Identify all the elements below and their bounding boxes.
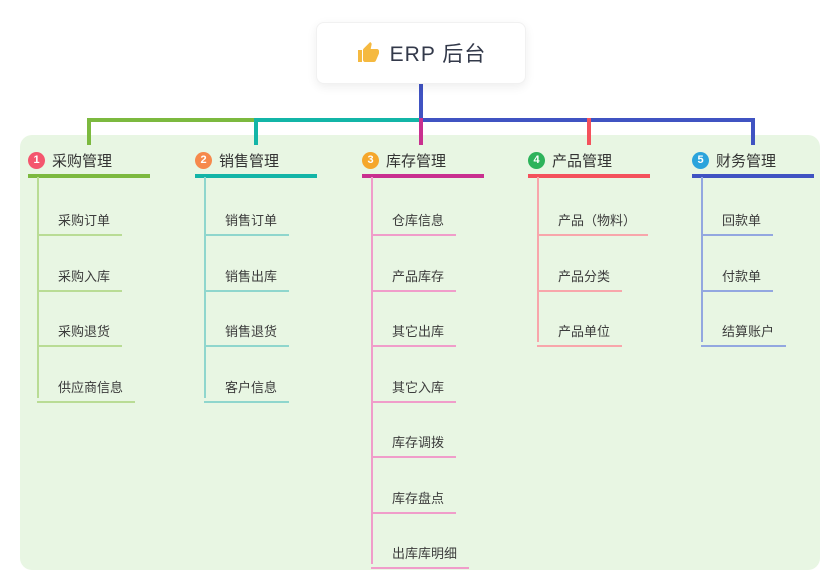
child-node-label: 出库库明细 (392, 546, 458, 561)
branch-drop-line (254, 118, 258, 145)
branch-node-label: 销售管理 (219, 152, 280, 170)
children-connector-line (537, 177, 539, 342)
bus-connector-line (87, 118, 256, 122)
child-node[interactable]: 采购订单 (37, 195, 123, 236)
child-node[interactable]: 供应商信息 (37, 362, 136, 403)
child-node[interactable]: 销售出库 (204, 251, 290, 292)
children-connector-line (701, 177, 703, 342)
child-node-label: 回款单 (722, 213, 762, 228)
children-connector-line (37, 177, 39, 398)
branch-node[interactable]: 4 产品管理 (528, 146, 650, 178)
branch-number-badge: 4 (528, 151, 545, 169)
child-node-label: 付款单 (722, 268, 762, 284)
child-node-label: 仓库信息 (392, 213, 445, 228)
child-node-label: 采购入库 (58, 268, 111, 284)
branch-node[interactable]: 2 销售管理 (195, 146, 317, 178)
branch-drop-line (87, 118, 91, 145)
thumbs-up-icon (356, 41, 380, 65)
child-node[interactable]: 客户信息 (204, 362, 290, 403)
branch-drop-line (751, 118, 755, 145)
branch-number-badge: 3 (362, 151, 379, 169)
root-node-label: ERP 后台 (389, 43, 487, 66)
child-node[interactable]: 其它出库 (371, 306, 457, 347)
root-connector-line (419, 80, 423, 122)
child-node[interactable]: 回款单 (701, 195, 774, 236)
child-node-label: 销售退货 (225, 324, 278, 339)
child-node-label: 产品（物料） (558, 213, 637, 228)
branch-node-label: 采购管理 (52, 152, 113, 170)
child-node-label: 采购订单 (58, 213, 111, 228)
child-node-label: 其它出库 (392, 324, 445, 339)
child-node[interactable]: 库存盘点 (371, 473, 457, 514)
child-node[interactable]: 采购退货 (37, 306, 123, 347)
child-node[interactable]: 销售退货 (204, 306, 290, 347)
branch-drop-line (419, 118, 423, 145)
branch-node[interactable]: 3 库存管理 (362, 146, 484, 178)
children-connector-line (204, 177, 206, 398)
child-node-label: 销售订单 (225, 213, 278, 228)
branch-number-badge: 5 (692, 151, 709, 169)
branches-panel (20, 135, 820, 570)
branch-node-label: 产品管理 (552, 152, 613, 170)
branch-node-label: 财务管理 (716, 152, 777, 170)
child-node-label: 库存调拨 (392, 435, 445, 450)
child-node[interactable]: 付款单 (701, 251, 774, 292)
child-node[interactable]: 仓库信息 (371, 195, 457, 236)
child-node-label: 产品分类 (558, 268, 611, 284)
child-node[interactable]: 产品（物料） (537, 195, 649, 236)
child-node[interactable]: 产品单位 (537, 306, 623, 347)
child-node-label: 客户信息 (225, 379, 278, 395)
child-node[interactable]: 库存调拨 (371, 417, 457, 458)
child-node-label: 结算账户 (722, 324, 775, 339)
branch-node[interactable]: 1 采购管理 (28, 146, 150, 178)
branch-number-badge: 1 (28, 151, 45, 169)
child-node[interactable]: 其它入库 (371, 362, 457, 403)
child-node[interactable]: 销售订单 (204, 195, 290, 236)
children-connector-line (371, 177, 373, 564)
child-node-label: 库存盘点 (392, 490, 445, 506)
child-node-label: 产品单位 (558, 324, 611, 339)
child-node-label: 供应商信息 (58, 379, 124, 395)
branch-drop-line (587, 118, 591, 145)
child-node[interactable]: 采购入库 (37, 251, 123, 292)
child-node-label: 其它入库 (392, 379, 445, 395)
child-node[interactable]: 出库库明细 (371, 528, 470, 569)
branch-node-label: 库存管理 (386, 152, 447, 170)
branch-number-badge: 2 (195, 151, 212, 169)
child-node-label: 销售出库 (225, 268, 278, 284)
root-node[interactable]: ERP 后台 (316, 22, 526, 84)
branch-node[interactable]: 5 财务管理 (692, 146, 814, 178)
child-node-label: 产品库存 (392, 268, 445, 284)
child-node[interactable]: 产品库存 (371, 251, 457, 292)
child-node[interactable]: 产品分类 (537, 251, 623, 292)
child-node-label: 采购退货 (58, 324, 111, 339)
child-node[interactable]: 结算账户 (701, 306, 787, 347)
bus-connector-line (254, 118, 421, 122)
